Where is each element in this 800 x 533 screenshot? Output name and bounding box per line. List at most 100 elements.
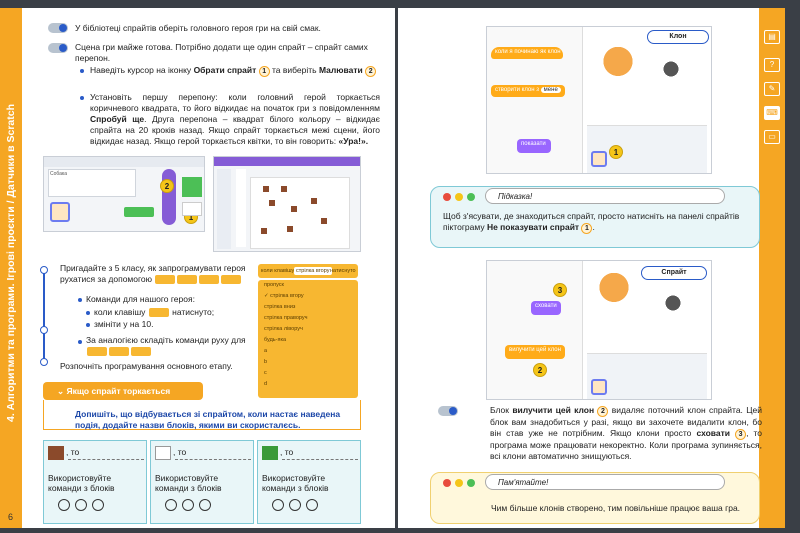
- scratch-screenshot-sprites: Собака 2 1: [43, 156, 205, 232]
- answer-line[interactable]: [282, 459, 358, 460]
- dropdown-option[interactable]: b: [264, 359, 268, 365]
- block-show[interactable]: показати: [517, 139, 551, 153]
- dropdown-option[interactable]: c: [264, 370, 267, 376]
- block-text-pressed: натиснуто: [330, 268, 356, 274]
- accordion-label: Якщо спрайт торкається: [66, 386, 171, 396]
- bullet1-text-b: Обрати спрайт: [193, 65, 257, 75]
- task-card-brown: , то Використовуйте команди з блоків: [43, 440, 147, 524]
- accordion-header[interactable]: ⌄ Якщо спрайт торкається: [43, 382, 203, 400]
- remember-box: Пам'ятайте! Чим більше клонів створено, …: [430, 472, 760, 524]
- block-delete-clone[interactable]: вилучити цей клон: [505, 345, 565, 359]
- hint-text-bold: Не показувати спрайт: [486, 222, 580, 232]
- choose-sprite-button[interactable]: [162, 169, 176, 225]
- dropdown-option[interactable]: стрілка ліворуч: [264, 326, 303, 332]
- dropdown-option[interactable]: a: [264, 348, 268, 354]
- monitor-icon[interactable]: ▭: [764, 130, 780, 144]
- paragraph-clone: Блок вилучити цей клон 2 видаляє поточни…: [490, 405, 762, 462]
- answer-circles[interactable]: [58, 499, 109, 513]
- answer-line[interactable]: [175, 459, 251, 460]
- task-card-flower: , то Використовуйте команди з блоків: [257, 440, 361, 524]
- color-swatch: [48, 446, 64, 460]
- timeline-text-2b: змініти у на 10.: [94, 319, 154, 329]
- block-when-clone[interactable]: коли я починаю як клон: [491, 47, 563, 59]
- block-text-when: коли клавішу: [261, 268, 295, 274]
- bullet1-text-a: Наведіть курсор на іконку: [90, 65, 194, 75]
- timeline-line: [43, 270, 45, 362]
- timeline-text-2a: коли клавішу натиснуто;: [94, 307, 214, 318]
- scratch-screenshot-paint: [213, 156, 361, 252]
- timeline-text-4: Розпочніть програмування основного етапу…: [60, 361, 233, 371]
- bullet2-end: «Ура!».: [338, 136, 369, 146]
- right-page: ▤ ? ✎ ⌨ ▭ 15 коли я починаю як клон ство…: [398, 8, 785, 528]
- cat-sprite: [599, 273, 629, 309]
- toggle-icon: [48, 43, 68, 53]
- dropdown-option[interactable]: ✓ стрілка вгору: [264, 293, 304, 299]
- left-page: 4. Алгоритми та програми. Ігрові проєкти…: [0, 8, 395, 528]
- sprite-thumbnail[interactable]: [591, 151, 607, 167]
- card-uses-text: Використовуйте команди з блоків: [262, 473, 329, 493]
- timeline-text-1: Пригадайте з 5 класу, як запрограмувати …: [60, 263, 255, 285]
- answer-circles[interactable]: [165, 499, 216, 513]
- dropdown-option[interactable]: пропуск: [264, 282, 284, 288]
- dropdown-option[interactable]: стрілка вниз: [264, 304, 296, 310]
- key-right-icon: [221, 275, 242, 285]
- dropdown-option[interactable]: d: [264, 381, 268, 387]
- paint-canvas[interactable]: [250, 177, 350, 249]
- toggle-icon: [438, 406, 458, 416]
- block-dropdown[interactable]: мене: [540, 87, 561, 93]
- circle-num-2: 2: [365, 66, 377, 77]
- timeline-dot: [40, 358, 48, 366]
- card-uses-text: Використовуйте команди з блоків: [48, 473, 115, 493]
- hint-text: Щоб з'ясувати, де знаходиться спрайт, пр…: [443, 211, 740, 234]
- timeline-dot: [40, 326, 48, 334]
- key-icon: [131, 347, 151, 357]
- circle-num-1: 1: [258, 66, 270, 77]
- key-icon: [109, 347, 129, 357]
- hint-box: Підказка! Щоб з'ясувати, де знаходиться …: [430, 186, 760, 248]
- flower-swatch: [262, 446, 278, 460]
- bullet-icon: [78, 340, 82, 344]
- timeline-text-3: За аналогією складіть команди руху для: [86, 335, 251, 357]
- dropdown-option[interactable]: стрілка праворуч: [264, 315, 308, 321]
- scratch-screenshot-hide: сховати вилучити цей клон 3 2 Спрайт: [486, 260, 712, 400]
- answer-line[interactable]: [68, 459, 144, 460]
- card-text-to: , то: [280, 447, 294, 457]
- circle-num: 1: [581, 223, 593, 234]
- dropdown-option[interactable]: будь-яка: [264, 337, 287, 343]
- key-dropdown-list[interactable]: пропуск ✓ стрілка вгору стрілка вниз стрілк…: [258, 280, 358, 398]
- tl2a-pre: коли клавішу: [94, 307, 146, 317]
- bullet1-text-d: Малювати: [318, 65, 363, 75]
- block-create-clone[interactable]: створити клон з мене: [491, 85, 565, 97]
- scratch-screenshot-clone: коли я починаю як клон створити клон з м…: [486, 26, 712, 174]
- card-text-to: , то: [66, 447, 80, 457]
- bullet-item-1: Наведіть курсор на іконку Обрати спрайт …: [90, 65, 380, 77]
- timeline-text-2: Команди для нашого героя:: [86, 294, 195, 304]
- tl1-text: Пригадайте з 5 класу, як запрограмувати …: [60, 263, 246, 284]
- step-number-1: 1: [609, 145, 623, 159]
- remember-title: Пам'ятайте!: [485, 474, 725, 490]
- key-up-icon: [155, 275, 176, 285]
- code-icon[interactable]: ⌨: [764, 106, 780, 120]
- para-d: сховати: [696, 428, 731, 438]
- block-hide[interactable]: сховати: [531, 301, 561, 315]
- answer-circles[interactable]: [272, 499, 323, 513]
- circle-num: 2: [597, 406, 609, 417]
- sprite-thumbnail[interactable]: [50, 202, 70, 222]
- key-down-icon: [177, 275, 198, 285]
- chat-icon[interactable]: ✎: [764, 82, 780, 96]
- timeline-dot: [40, 266, 48, 274]
- page-number: 6: [8, 512, 14, 522]
- bullet-icon: [86, 311, 90, 315]
- cat-sprite: [603, 47, 633, 83]
- question-icon[interactable]: ?: [764, 58, 780, 72]
- bat-sprite: [659, 291, 687, 315]
- chapter-spine: 4. Алгоритми та програми. Ігрові проєкти…: [0, 8, 22, 528]
- card-uses-text: Використовуйте команди з блоків: [155, 473, 222, 493]
- key-icon: [87, 347, 107, 357]
- doc-icon[interactable]: ▤: [764, 30, 780, 44]
- color-swatch: [155, 446, 171, 460]
- block-dropdown[interactable]: стрілка вгору: [294, 267, 332, 275]
- sprite-thumbnail[interactable]: [591, 379, 607, 395]
- para-e: , то програма може працювати некоректно.…: [490, 428, 762, 461]
- hint-text-a: Щоб з'ясувати, де знаходиться спрайт, пр…: [443, 211, 740, 232]
